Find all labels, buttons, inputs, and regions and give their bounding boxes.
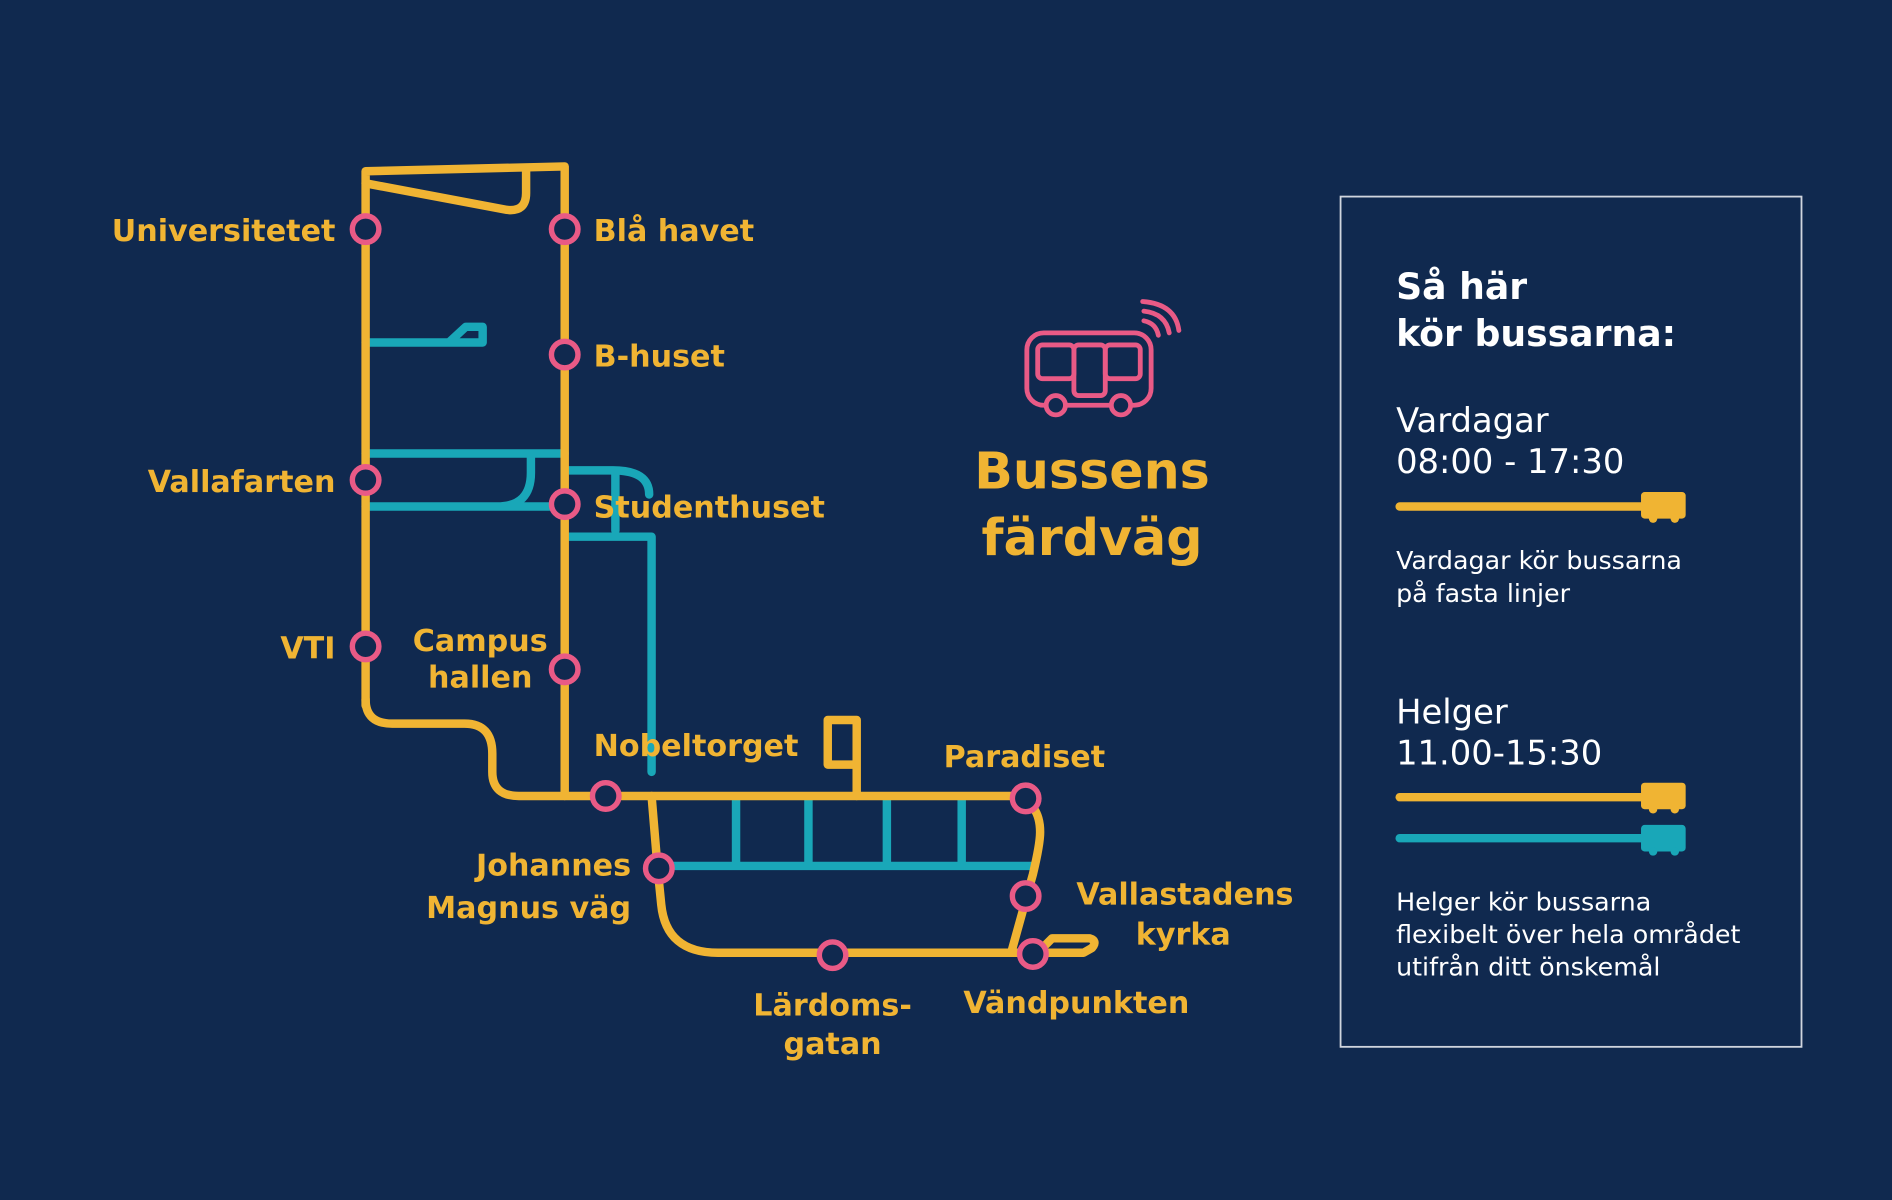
label-bla-havet: Blå havet xyxy=(594,213,754,249)
stop-vti xyxy=(349,630,382,663)
bus-wifi-icon xyxy=(1024,299,1182,418)
stop-campushallen xyxy=(548,653,581,686)
weekday-desc-2: på fasta linjer xyxy=(1396,578,1571,608)
weekend-route-teal xyxy=(361,322,1036,871)
weekend-desc-2: flexibelt över hela området xyxy=(1396,919,1740,949)
stop-vallafarten xyxy=(349,464,382,496)
label-lardoms-1: Lärdoms- xyxy=(753,988,912,1023)
stop-labels: Universitetet Blå havet B-huset Vallafar… xyxy=(112,213,1294,1062)
legend-border xyxy=(1339,195,1803,1048)
weekend-desc-3: utifrån ditt önskemål xyxy=(1396,952,1660,982)
label-campushallen-2: hallen xyxy=(428,660,532,695)
label-lardoms-2: gatan xyxy=(784,1027,882,1062)
map-title-line2: färdväg xyxy=(982,508,1203,567)
stops xyxy=(349,213,1049,972)
stop-vandpunkten xyxy=(1016,937,1049,970)
stop-johannes-magnus-vag xyxy=(642,852,675,885)
weekend-label: Helger xyxy=(1396,693,1508,732)
label-vallastadens-2: kyrka xyxy=(1136,917,1231,952)
label-nobeltorget: Nobeltorget xyxy=(594,729,799,764)
label-johannes-1: Johannes xyxy=(474,849,631,884)
stop-nobeltorget xyxy=(589,780,622,812)
map-title-line1: Bussens xyxy=(974,441,1210,500)
label-johannes-2: Magnus väg xyxy=(426,891,631,926)
stop-vallastadens-kyrka xyxy=(1009,880,1042,913)
weekday-desc-1: Vardagar kör bussarna xyxy=(1396,545,1682,575)
label-universitetet: Universitetet xyxy=(112,214,336,249)
weekday-label: Vardagar xyxy=(1396,401,1549,440)
stop-universitetet xyxy=(349,213,382,246)
legend-panel: Så här kör bussarna: Vardagar 08:00 - 17… xyxy=(1339,195,1803,1048)
label-paradiset: Paradiset xyxy=(944,740,1106,775)
label-studenthuset: Studenthuset xyxy=(594,490,825,525)
label-b-huset: B-huset xyxy=(594,340,725,375)
label-campushallen-1: Campus xyxy=(413,624,548,659)
legend-heading-1: Så här xyxy=(1396,265,1527,308)
weekend-desc-1: Helger kör bussarna xyxy=(1396,887,1651,917)
stop-b-huset xyxy=(548,338,581,371)
label-vti: VTI xyxy=(280,631,335,666)
stop-studenthuset xyxy=(548,488,581,521)
label-vallastadens-1: Vallastadens xyxy=(1076,878,1293,913)
weekday-hours: 08:00 - 17:30 xyxy=(1396,442,1624,481)
weekday-route-yellow xyxy=(361,162,1099,957)
label-vallafarten: Vallafarten xyxy=(148,465,336,500)
label-vandpunkten: Vändpunkten xyxy=(963,986,1189,1021)
legend-heading-2: kör bussarna: xyxy=(1396,312,1676,355)
weekend-line-sample-yellow xyxy=(1395,782,1686,814)
stop-lardomsgatan xyxy=(816,939,849,972)
stop-bla-havet xyxy=(548,213,581,246)
stop-paradiset xyxy=(1009,782,1042,815)
weekend-line-sample-teal xyxy=(1395,824,1686,856)
weekend-hours: 11.00-15:30 xyxy=(1396,734,1602,773)
weekday-line-sample xyxy=(1395,492,1686,523)
